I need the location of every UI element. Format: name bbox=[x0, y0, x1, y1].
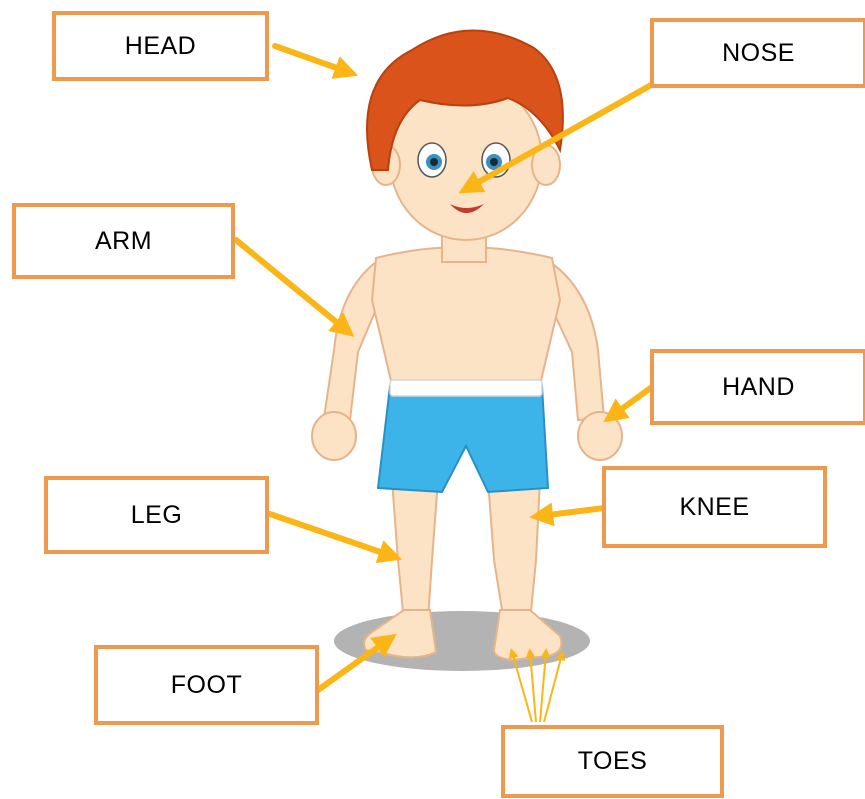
right-leg bbox=[488, 480, 540, 622]
arrow-head bbox=[275, 46, 348, 72]
label-toes: TOES bbox=[501, 725, 724, 798]
label-head: HEAD bbox=[52, 11, 269, 81]
left-hand bbox=[312, 412, 356, 460]
arrow-knee bbox=[540, 508, 604, 516]
arrow-leg bbox=[270, 514, 392, 556]
label-knee: KNEE bbox=[602, 466, 827, 548]
left-leg bbox=[392, 480, 438, 622]
shorts bbox=[378, 386, 548, 492]
torso bbox=[372, 247, 560, 385]
label-arm: ARM bbox=[12, 203, 235, 279]
label-nose: NOSE bbox=[650, 18, 865, 88]
left-arm bbox=[324, 262, 380, 420]
label-hand: HAND bbox=[650, 349, 865, 425]
label-leg: LEG bbox=[44, 476, 269, 554]
right-foot bbox=[494, 610, 562, 660]
waistband bbox=[390, 380, 542, 396]
arrow-arm bbox=[236, 240, 346, 330]
right-hand bbox=[578, 412, 622, 460]
label-foot: FOOT bbox=[94, 645, 319, 725]
